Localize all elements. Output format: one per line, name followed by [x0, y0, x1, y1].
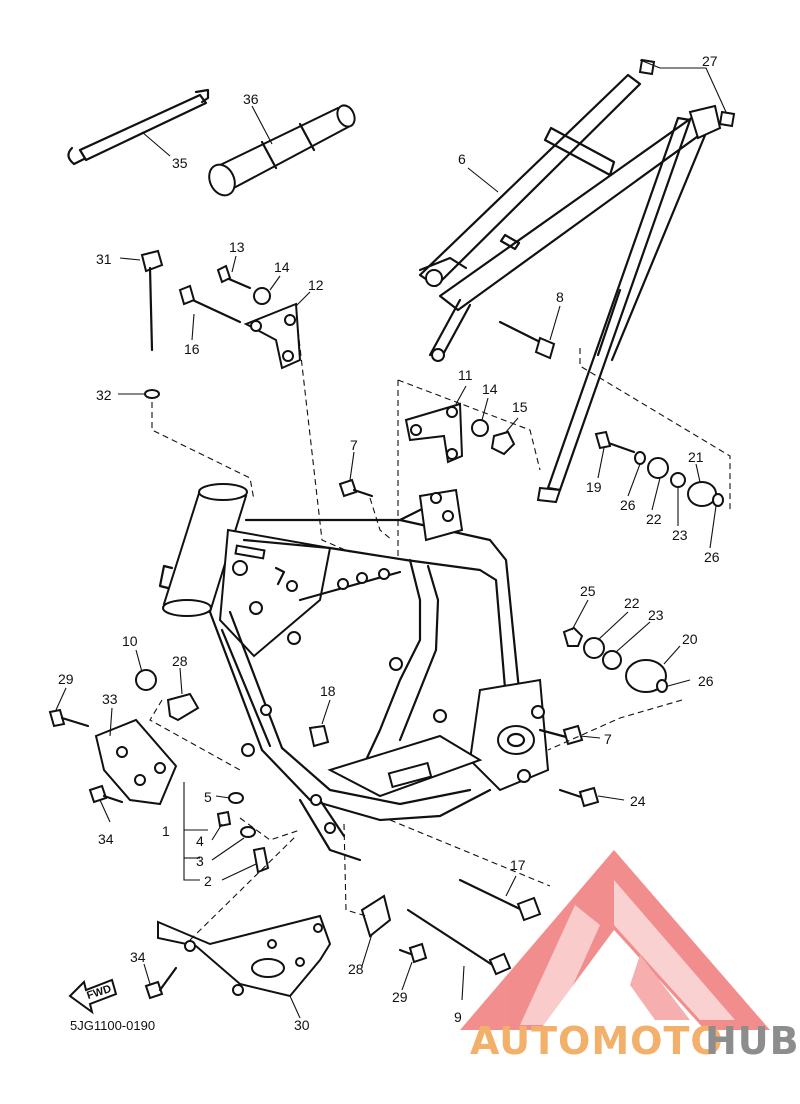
- callout-36: 36: [243, 91, 259, 107]
- callout-22-a: 22: [646, 511, 662, 527]
- callout-13: 13: [229, 239, 245, 255]
- callout-12: 12: [308, 277, 324, 293]
- callout-1: 1: [162, 823, 170, 839]
- callout-22-b: 22: [624, 595, 640, 611]
- guard-33: [94, 718, 178, 806]
- callout-6: 6: [458, 151, 466, 167]
- callout-10: 10: [122, 633, 138, 649]
- skid-plate-30: [157, 914, 332, 998]
- callout-18: 18: [320, 683, 336, 699]
- dashed-lines: [149, 329, 731, 941]
- clamp-28-lower: [360, 894, 392, 938]
- collar-10: [135, 669, 157, 691]
- fwd-arrow-icon: FWD: [68, 978, 118, 1015]
- callout-21: 21: [688, 449, 704, 465]
- callout-32: 32: [96, 387, 112, 403]
- callout-17: 17: [510, 857, 526, 873]
- tool-socket-36: [208, 104, 356, 197]
- callout-9: 9: [454, 1009, 462, 1025]
- bolt-29-left: [48, 708, 90, 728]
- callout-24: 24: [630, 793, 646, 809]
- watermark-text-part2: HUB: [705, 1019, 800, 1063]
- watermark-text: AUTOMOTO HUB: [470, 1019, 800, 1063]
- mid-mount-parts: [562, 626, 668, 693]
- callout-26-b: 26: [704, 549, 720, 565]
- rear-subframe: [418, 73, 722, 504]
- callout-4: 4: [196, 833, 204, 849]
- callout-15: 15: [512, 399, 528, 415]
- callout-23-b: 23: [648, 607, 664, 623]
- callout-34-b: 34: [130, 949, 146, 965]
- callout-7-top: 7: [350, 437, 358, 453]
- callout-11: 11: [458, 367, 473, 383]
- leader-lines: [55, 59, 727, 1019]
- callout-29-a: 29: [58, 671, 74, 687]
- cap-27: [638, 58, 736, 128]
- callout-26-a: 26: [620, 497, 636, 513]
- bolt-7-upper: [338, 478, 374, 498]
- callout-28-b: 28: [348, 961, 364, 977]
- main-frame: [158, 483, 550, 862]
- callout-33: 33: [102, 691, 118, 707]
- callout-7-right: 7: [604, 731, 612, 747]
- bolt-29-lower: [398, 942, 428, 964]
- bolt-17: [458, 878, 542, 922]
- clamp-28-upper: [166, 692, 200, 722]
- tool-wrench-35: [67, 88, 210, 166]
- collar-18: [308, 724, 330, 748]
- callout-31: 31: [96, 251, 112, 267]
- bolt-34-lower: [144, 966, 178, 1000]
- engine-bracket-11: [404, 402, 516, 464]
- callout-25: 25: [580, 583, 596, 599]
- watermark-text-part1: AUTOMOTO: [470, 1019, 724, 1063]
- small-parts-1-5: [216, 792, 270, 874]
- callout-30: 30: [294, 1017, 310, 1033]
- callout-14b: 14: [482, 381, 498, 397]
- callout-2: 2: [204, 873, 212, 889]
- callout-3: 3: [196, 853, 204, 869]
- callout-16: 16: [184, 341, 200, 357]
- bolt-7-right: [538, 724, 584, 746]
- callout-19: 19: [586, 479, 602, 495]
- callout-numbers: 27 36 35 6 13 14 31 12 16 8 32 11 14 15 …: [58, 53, 720, 1033]
- diagram-code: 5JG1100-0190: [70, 1018, 155, 1033]
- callout-5: 5: [204, 789, 212, 805]
- watermark-logo: [460, 850, 770, 1030]
- dipstick-31: [140, 249, 164, 399]
- engine-bracket-12: [178, 264, 302, 370]
- callout-8: 8: [556, 289, 564, 305]
- bolt-24: [558, 786, 600, 808]
- callout-14: 14: [274, 259, 290, 275]
- callout-23-a: 23: [672, 527, 688, 543]
- callout-34-a: 34: [98, 831, 114, 847]
- callout-28-a: 28: [172, 653, 188, 669]
- callout-35: 35: [172, 155, 188, 171]
- callout-27: 27: [702, 53, 718, 69]
- callout-20: 20: [682, 631, 698, 647]
- rear-mount-parts: [594, 430, 724, 507]
- bolt-8: [498, 320, 556, 360]
- bolt-9: [406, 908, 512, 976]
- callout-29-b: 29: [392, 989, 408, 1005]
- bolt-34-left: [88, 784, 124, 804]
- callout-26-c: 26: [698, 673, 714, 689]
